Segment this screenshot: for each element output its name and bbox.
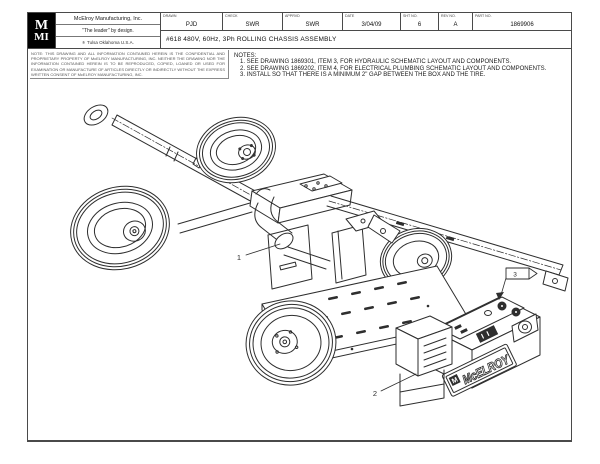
field-part-no-label: PART NO. [475,14,492,18]
field-check-value: SWR [245,22,260,28]
field-rev-no-label: REV NO. [441,14,456,18]
company-location: ® Tulsa Oklahoma U.S.A. [56,37,160,48]
title-block-right: DRAWN PJD CHECK SWR APPRVD SWR DATE 3/04… [161,13,571,48]
company-name: McElroy Manufacturing, Inc. [56,13,160,25]
field-apprvd-value: SWR [305,22,320,28]
note-2: 2. SEE DRAWING 1869202, ITEM 4, FOR ELEC… [240,65,547,72]
field-sheet-no: SHT NO. 6 [401,13,439,30]
field-drawn-value: PJD [185,22,198,28]
drawing-title: #618 480V, 60Hz, 3Ph ROLLING CHASSIS ASS… [166,36,337,43]
notes-block: NOTES: 1. SEE DRAWING 1869301, ITEM 3, F… [234,53,570,78]
field-date-label: DATE [345,14,355,18]
proprietary-note: NOTE: THIS DRAWING AND ALL INFORMATION C… [30,50,229,79]
field-part-no: PART NO. 1869906 [473,13,571,30]
company-location-text: Tulsa Oklahoma U.S.A. [87,40,134,45]
field-date-value: 3/04/09 [361,22,382,28]
field-apprvd-label: APPRVD [285,14,300,18]
logo-letter-m: M [34,18,49,33]
sheet-border: M MI McElroy Manufacturing, Inc. "The le… [27,12,572,442]
field-rev-no-value: A [453,22,458,28]
logo-letters-mi: MI [34,31,49,43]
field-rev-no: REV NO. A [439,13,473,30]
field-sheet-no-value: 6 [417,22,422,28]
title-block-fields: DRAWN PJD CHECK SWR APPRVD SWR DATE 3/04… [161,13,571,31]
registered-trademark-icon: ® [82,40,86,45]
field-drawn-label: DRAWN [163,14,177,18]
note-1: 1. SEE DRAWING 1869301, ITEM 3, FOR HYDR… [240,59,512,66]
note-3: 3. INSTALL SO THAT THERE IS A MINIMUM 2"… [240,71,486,78]
field-check-label: CHECK [225,14,238,18]
field-date: DATE 3/04/09 [343,13,401,30]
title-block: M MI McElroy Manufacturing, Inc. "The le… [28,13,571,49]
field-sheet-no-label: SHT NO. [403,14,418,18]
mcelroy-logo: M MI [28,13,56,48]
field-apprvd: APPRVD SWR [283,13,343,30]
field-part-no-value: 1869906 [510,22,534,28]
field-check: CHECK SWR [223,13,283,30]
field-drawn: DRAWN PJD [161,13,223,30]
notes-heading: NOTES: [234,53,257,59]
company-info: McElroy Manufacturing, Inc. "The leader"… [56,13,161,48]
company-tagline: "The leader" by design. [56,25,160,37]
